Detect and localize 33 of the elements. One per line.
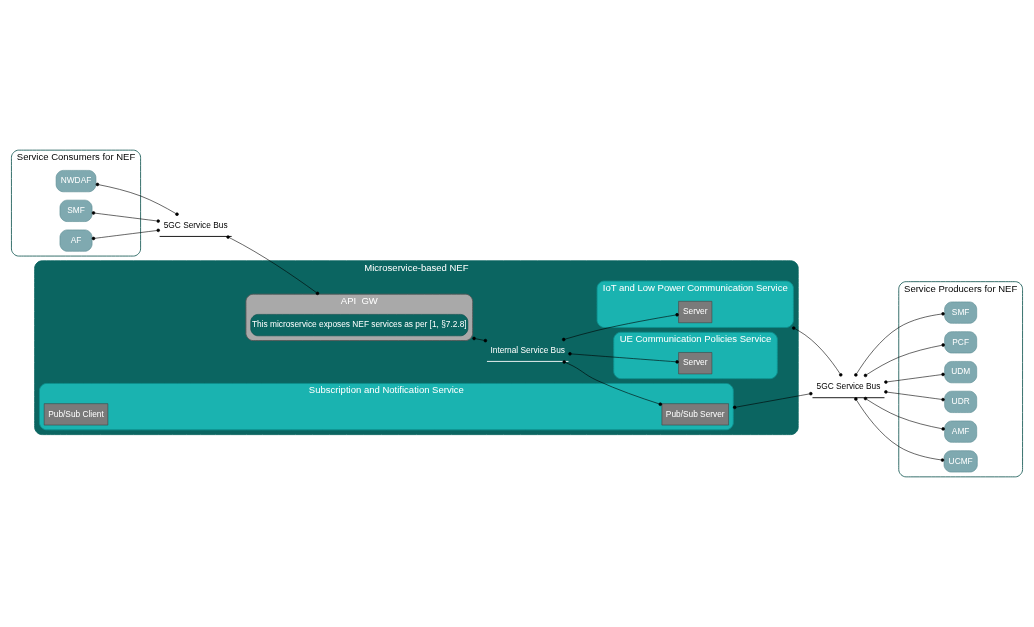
connector (854, 397, 945, 462)
connector (733, 391, 813, 410)
node-box: SMF (59, 199, 93, 222)
node-box: AF (59, 229, 93, 252)
node-box: NWDAF (55, 170, 97, 193)
connector (95, 182, 179, 216)
node-box: AMF (944, 420, 978, 443)
connector (472, 336, 488, 343)
connector (562, 313, 679, 342)
connector (792, 326, 843, 377)
node-box: Pub/Sub Server (661, 403, 729, 426)
connector (226, 235, 320, 296)
node-box: UDR (944, 390, 978, 413)
node-box: This microservice exposes NEF services as per [1, §7.2.8] (250, 314, 469, 337)
connector (884, 372, 945, 384)
connector (562, 360, 663, 406)
connector (884, 390, 945, 402)
node-box: UDM (944, 361, 978, 384)
node-box: Pub/Sub Client (43, 403, 109, 426)
node-box: Server (678, 352, 713, 375)
connector (863, 396, 945, 431)
node-text: Internal Service Bus (490, 344, 565, 355)
connector (91, 211, 160, 223)
connector (568, 352, 679, 364)
connector (854, 312, 945, 377)
connector (863, 343, 945, 378)
node-text: 5GC Service Bus (816, 381, 881, 392)
node-box: Server (678, 301, 713, 324)
node-text: 5GC Service Bus (163, 219, 228, 230)
node-box: UCMF (943, 450, 978, 473)
node-box: SMF (944, 301, 978, 324)
node-box: PCF (944, 331, 978, 354)
connector (91, 228, 160, 241)
